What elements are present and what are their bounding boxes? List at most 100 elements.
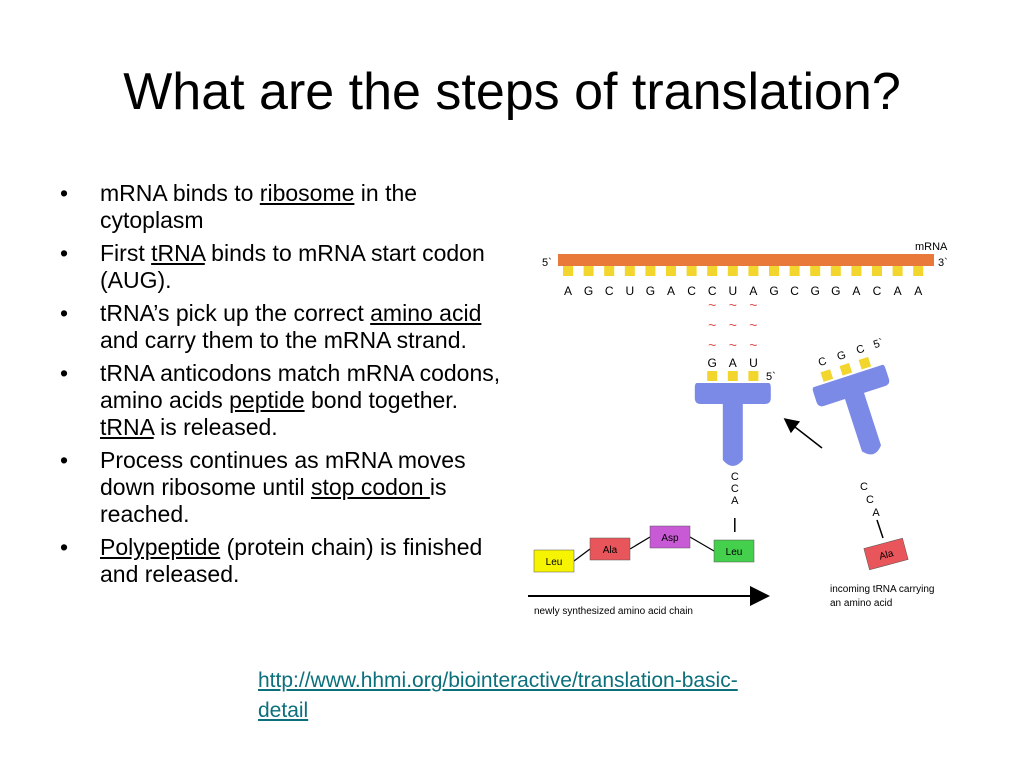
incoming-caption-line2: an amino acid <box>830 598 892 609</box>
mrna-base-tick <box>748 266 759 276</box>
amino-acid-label: Ala <box>603 545 618 556</box>
underlined-term: tRNA <box>100 414 154 440</box>
mrna-base-tick <box>686 266 697 276</box>
incoming-anticodon-tick <box>839 363 853 376</box>
mrna-base-tick <box>913 266 924 276</box>
mrna-base-letter: C <box>687 284 696 298</box>
hydrogen-bond: ~ <box>729 317 737 333</box>
mrna-base-tick <box>769 266 779 276</box>
bullet-text: (protein chain) is finished and released… <box>100 534 483 587</box>
bullet-text: bond together. <box>304 387 459 413</box>
mrna-base-letter: A <box>667 284 675 298</box>
mrna-base-letter: C <box>708 284 717 298</box>
bound-trna-tail-letter: C <box>731 483 739 495</box>
slide-title: What are the steps of translation? <box>123 63 901 121</box>
mrna-base-letter: A <box>894 284 902 298</box>
underlined-term: tRNA <box>151 240 205 266</box>
mrna-base-tick <box>872 266 882 276</box>
bullet-item: •mRNA binds to ribosome in the cytoplasm <box>60 180 510 234</box>
underlined-term: Polypeptide <box>100 534 221 560</box>
bullet-marker: • <box>60 300 69 326</box>
bullet-text: and carry them to the mRNA strand. <box>100 327 467 353</box>
mrna-base-letter: G <box>769 284 778 298</box>
amino-acid-label: Leu <box>726 547 743 558</box>
hydrogen-bond: ~ <box>729 337 737 353</box>
mrna-base-tick <box>563 266 573 276</box>
mrna-base-letter: A <box>914 284 922 298</box>
incoming-tail-letter: C <box>860 481 868 493</box>
bullet-item: •First tRNA binds to mRNA start codon (A… <box>60 240 510 294</box>
bullet-item: • Process continues as mRNA moves down ri… <box>60 447 510 528</box>
hydrogen-bond: ~ <box>729 297 737 313</box>
mrna-strand <box>558 254 934 266</box>
incoming-caption-line1: incoming tRNA carrying <box>830 584 934 595</box>
hydrogen-bond: ~ <box>708 337 716 353</box>
bound-trna-body <box>694 383 771 466</box>
underlined-term: peptide <box>229 387 305 413</box>
bullet-text: in the cytoplasm <box>100 180 418 233</box>
mrna-base-letter: A <box>852 284 860 298</box>
bullet-marker: • <box>60 180 69 206</box>
mrna-base-tick <box>624 266 635 276</box>
underlined-term: stop codon <box>310 474 430 500</box>
incoming-tail-line <box>876 519 884 539</box>
anticodon-letter: U <box>749 356 758 370</box>
peptide-bond-line <box>629 536 651 550</box>
hydrogen-bond: ~ <box>749 297 757 313</box>
mrna-base-letter: A <box>749 284 757 298</box>
bullet-text: binds to mRNA start codon (AUG). <box>100 240 485 293</box>
incoming-anticodon-letter: C <box>817 355 828 369</box>
mrna-base-tick <box>707 266 718 276</box>
bullet-item: • Polypeptide (protein chain) is finished… <box>60 534 510 588</box>
bullet-item: •tRNA’s pick up the correct amino acid a… <box>60 300 510 354</box>
mrna-base-letter: C <box>873 284 882 298</box>
amino-acid-label: Leu <box>546 557 563 568</box>
hydrogen-bond: ~ <box>749 337 757 353</box>
bound-trna-tail-letter: C <box>731 471 739 483</box>
amino-acid-box <box>713 539 755 563</box>
hydrogen-bond: ~ <box>708 317 716 333</box>
mrna-base-letter: G <box>646 284 655 298</box>
mrna-base-tick <box>666 266 676 276</box>
peptide-bond-line <box>573 548 591 562</box>
mrna-base-tick <box>851 266 862 276</box>
amino-acid-box <box>589 537 631 561</box>
bullet-text: Process continues as mRNA moves down rib… <box>100 447 466 500</box>
incoming-tail-letter: C <box>866 494 874 506</box>
mrna-base-tick <box>645 266 656 276</box>
incoming-amino-acid-label: Ala <box>878 548 895 562</box>
anticodon-base-tick <box>748 371 759 381</box>
mrna-label: mRNA <box>915 241 948 253</box>
underlined-term: ribosome <box>259 180 355 206</box>
mrna-base-letter: G <box>811 284 820 298</box>
source-link[interactable]: http://www.hhmi.org/biointeractive/trans… <box>258 669 738 722</box>
amino-acid-box <box>533 549 575 573</box>
mrna-base-tick <box>727 266 738 276</box>
mrna-base-tick <box>789 266 800 276</box>
bullet-marker: • <box>60 360 69 386</box>
bullet-marker: • <box>60 447 69 473</box>
anticodon-base-tick <box>727 371 738 381</box>
mrna-base-letter: G <box>831 284 840 298</box>
bullet-marker: • <box>60 534 69 560</box>
bound-trna-tail-letter: A <box>731 495 739 507</box>
incoming-arrow <box>783 418 823 449</box>
mrna-base-letter: G <box>584 284 593 298</box>
mrna-base-letter: U <box>728 284 737 298</box>
bullet-marker: • <box>60 240 69 266</box>
incoming-amino-acid-box <box>863 537 909 571</box>
incoming-tail-letter: A <box>872 507 880 519</box>
bullet-text: is released. <box>153 414 278 440</box>
mrna-base-tick <box>892 266 903 276</box>
anticodon-letter: G <box>708 356 717 370</box>
anticodon-base-tick <box>707 371 718 381</box>
peptide-bond-line <box>689 536 715 552</box>
anticodon-letter: A <box>729 356 737 370</box>
underlined-term: amino acid <box>370 300 482 326</box>
bullet-text: tRNA anticodons match mRNA codons, amino… <box>100 360 501 413</box>
mrna-base-letter: C <box>790 284 799 298</box>
incoming-anticodon-tick <box>858 356 872 370</box>
